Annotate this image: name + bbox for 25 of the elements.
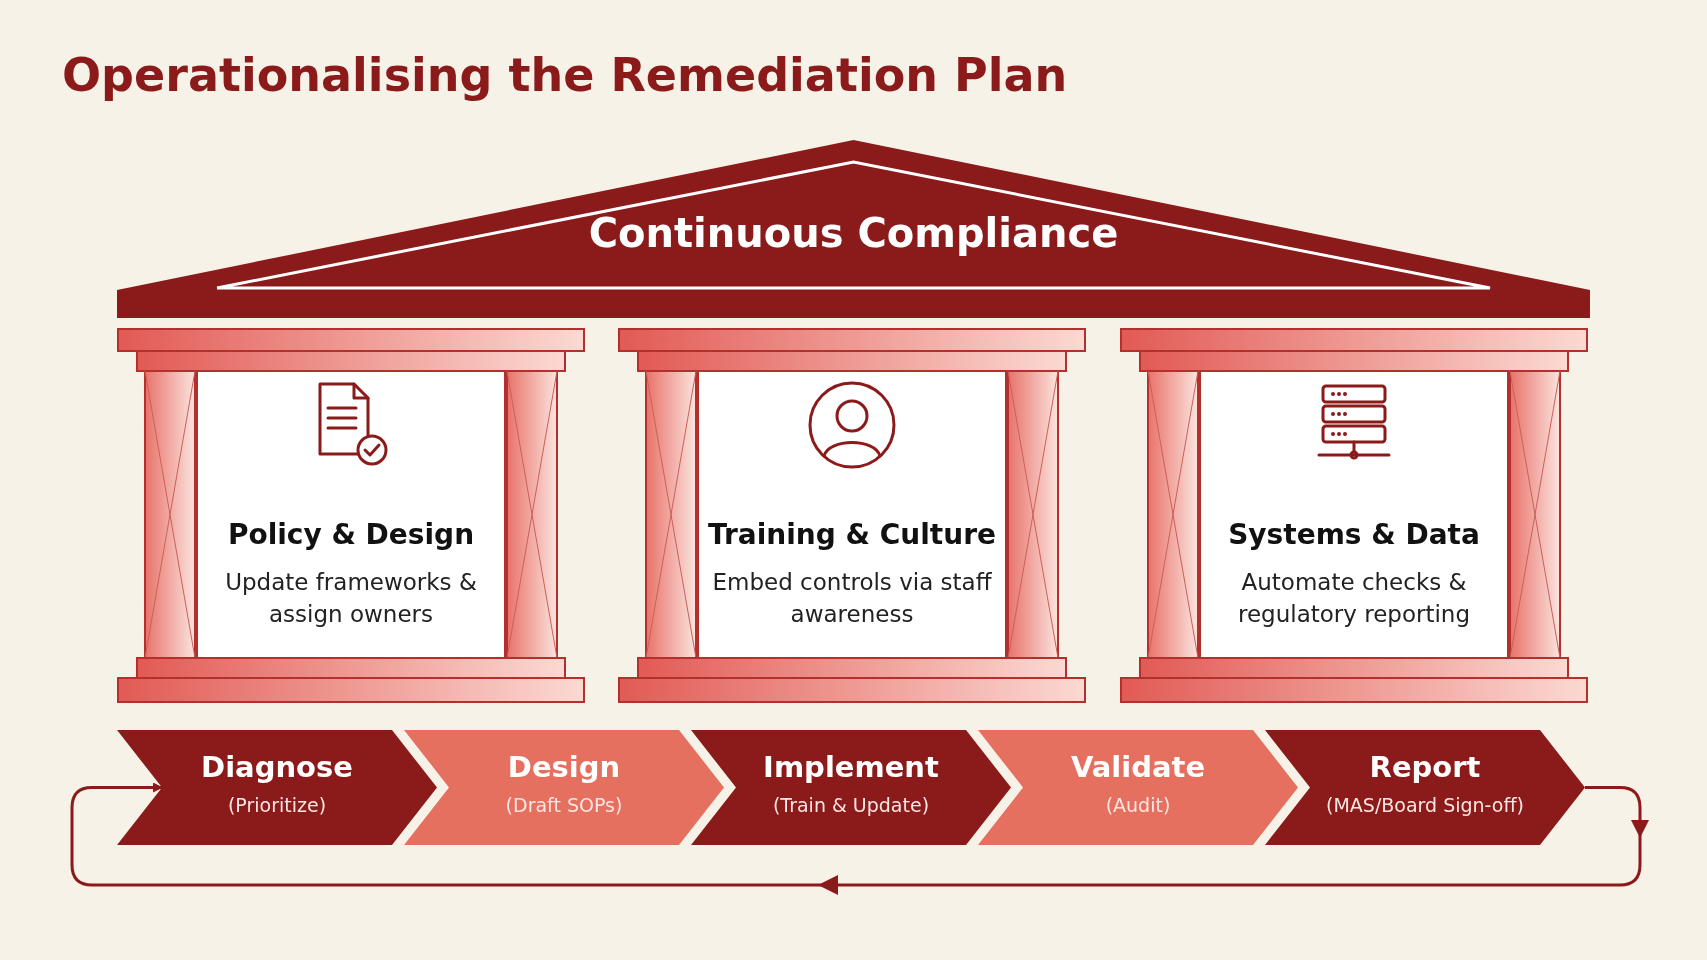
pillar-heading: Training & Culture <box>707 518 997 551</box>
pillar-description: Update frameworks & assign owners <box>224 568 478 629</box>
process-step <box>117 730 437 845</box>
process-step <box>404 730 724 845</box>
step-title: Design <box>506 750 622 784</box>
roof-title: Continuous Compliance <box>587 210 1120 256</box>
step-subtitle: (MAS/Board Sign-off) <box>1325 794 1525 816</box>
pillar-description: Automate checks & regulatory reporting <box>1236 568 1471 629</box>
pillar-heading: Policy & Design <box>226 518 476 551</box>
page-title: Operationalising the Remediation Plan <box>62 48 1068 102</box>
step-title: Diagnose <box>200 750 354 784</box>
step-subtitle: (Prioritize) <box>226 794 328 816</box>
pillar-heading: Systems & Data <box>1227 518 1481 551</box>
step-subtitle: (Draft SOPs) <box>504 794 624 816</box>
step-subtitle: (Train & Update) <box>771 794 931 816</box>
process-step <box>1265 730 1585 845</box>
roof-pediment <box>117 140 1590 318</box>
process-step <box>691 730 1011 845</box>
step-title: Report <box>1368 750 1482 784</box>
step-title: Validate <box>1069 750 1207 784</box>
pillar-description: Embed controls via staff awareness <box>711 568 993 629</box>
step-title: Implement <box>762 750 940 784</box>
process-step <box>978 730 1298 845</box>
step-subtitle: (Audit) <box>1104 794 1172 816</box>
loop-arrow <box>70 782 1642 887</box>
